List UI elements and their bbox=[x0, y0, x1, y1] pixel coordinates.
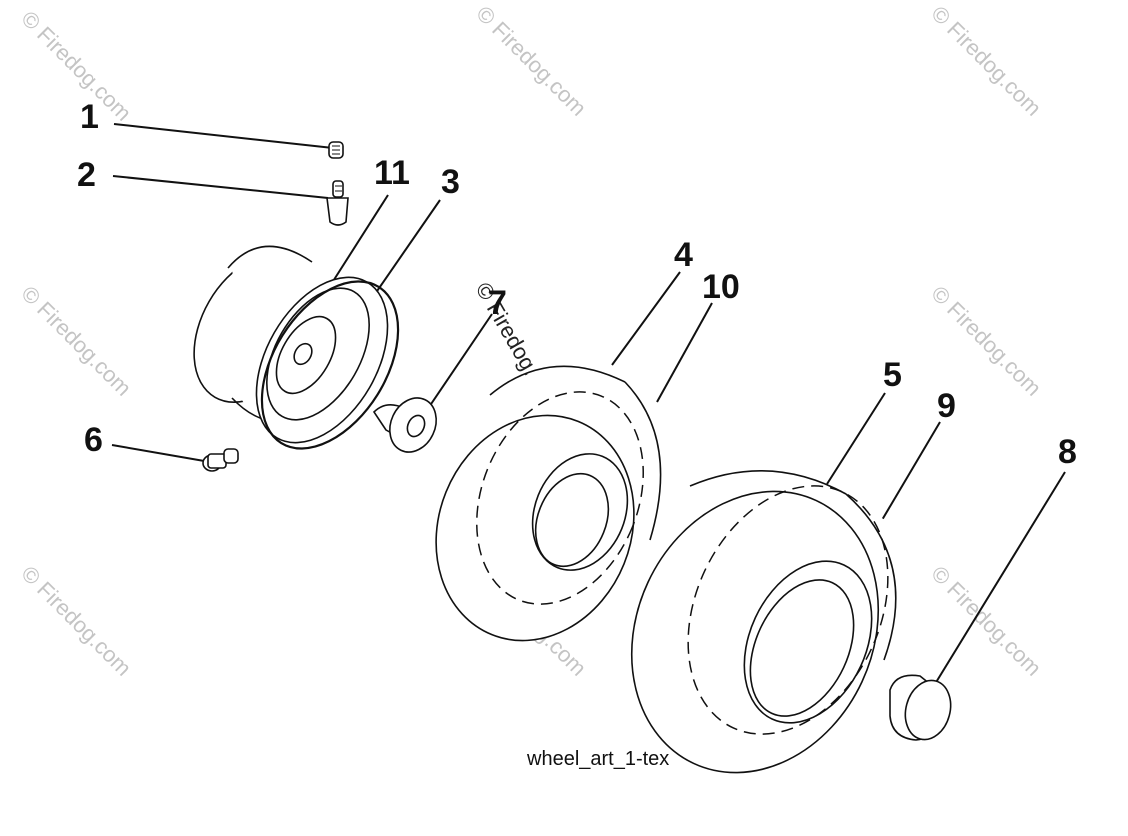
leader-lines bbox=[111, 123, 1066, 685]
leader-line-6 bbox=[111, 444, 211, 463]
leader-line-11 bbox=[329, 194, 389, 287]
watermark: © Firedog.com bbox=[16, 6, 136, 126]
leader-line-3 bbox=[374, 199, 441, 295]
callout-2: 2 bbox=[77, 156, 96, 194]
leader-line-5 bbox=[826, 392, 886, 485]
wheel-rim bbox=[193, 242, 389, 444]
callout-5: 5 bbox=[883, 356, 902, 394]
watermark: © Firedog.com bbox=[926, 561, 1046, 681]
callout-6: 6 bbox=[84, 421, 103, 459]
callout-1: 1 bbox=[80, 98, 99, 136]
leader-line-9 bbox=[881, 421, 941, 521]
diagram-caption: wheel_art_1-tex bbox=[526, 748, 669, 770]
callout-10: 10 bbox=[702, 268, 740, 306]
callout-3: 3 bbox=[441, 163, 460, 201]
watermark: © Firedog.com bbox=[471, 1, 591, 121]
leader-line-7 bbox=[426, 313, 493, 411]
callout-9: 9 bbox=[937, 387, 956, 425]
leader-line-1 bbox=[113, 123, 334, 149]
front-tire bbox=[435, 365, 662, 642]
bead-ring bbox=[260, 280, 400, 450]
callout-4: 4 bbox=[674, 236, 693, 274]
rear-tire bbox=[630, 470, 897, 774]
valve-cap bbox=[328, 141, 344, 159]
hub-cap bbox=[889, 674, 952, 741]
watermark: © Firedog.com bbox=[16, 561, 136, 681]
callout-11: 11 bbox=[374, 154, 410, 192]
callout-numbers: 1 2 11 3 4 10 7 5 9 8 6 bbox=[77, 98, 1077, 471]
valve-stem bbox=[326, 180, 349, 226]
leader-line-10 bbox=[656, 302, 713, 403]
grease-fitting bbox=[202, 448, 239, 472]
watermark: © Firedog.com bbox=[926, 281, 1046, 401]
leader-line-8 bbox=[934, 471, 1066, 685]
callout-8: 8 bbox=[1058, 433, 1077, 471]
watermark: © Firedog.com bbox=[16, 281, 136, 401]
flange-bushing bbox=[372, 397, 437, 453]
leader-line-4 bbox=[611, 271, 681, 366]
callout-7: 7 bbox=[488, 284, 507, 322]
leader-line-2 bbox=[112, 175, 329, 199]
watermark: © Firedog.com bbox=[926, 1, 1046, 121]
